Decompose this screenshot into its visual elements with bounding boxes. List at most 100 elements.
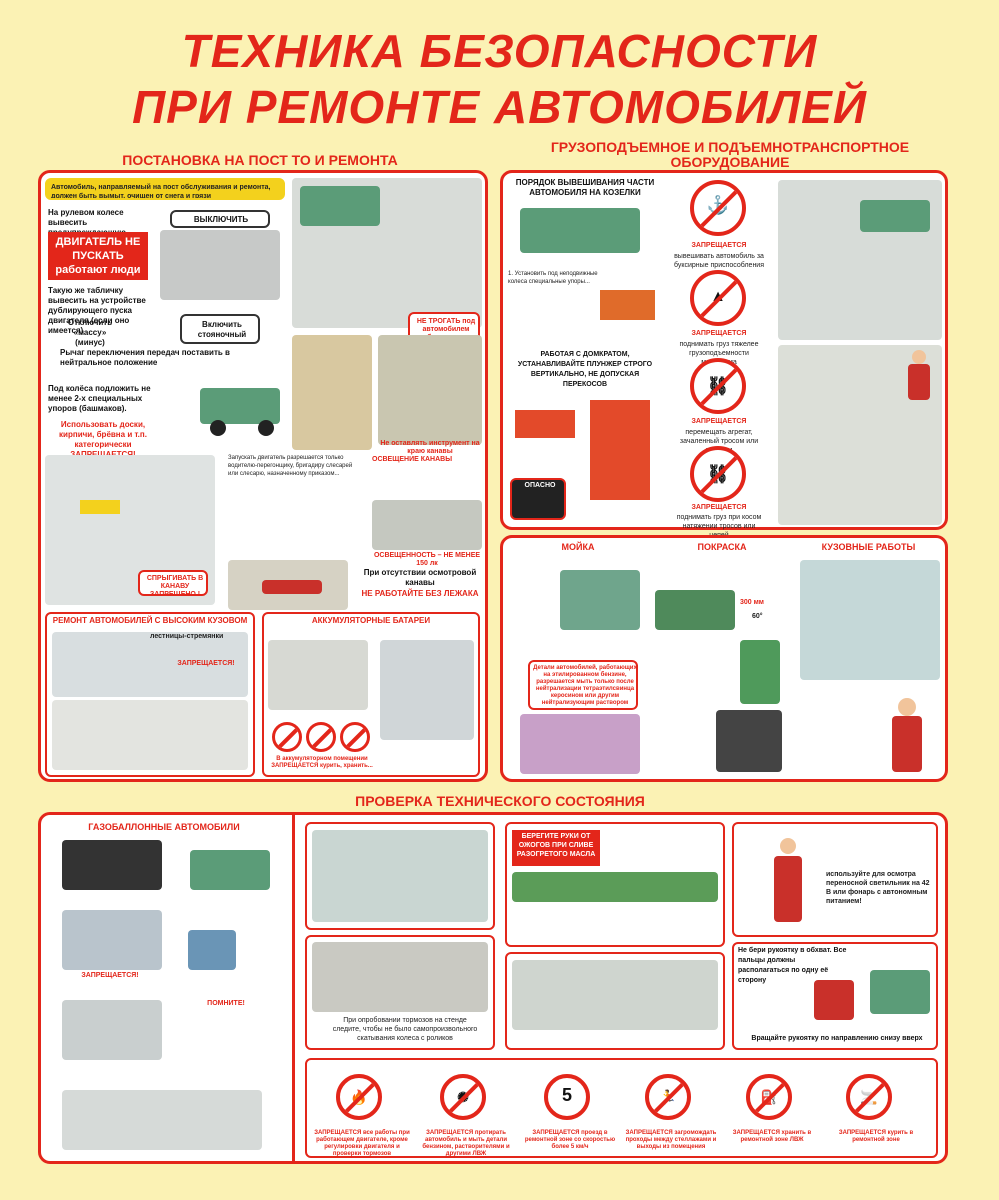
section-post-heading: ПОСТАНОВКА НА ПОСТ ТО И РЕМОНТА bbox=[122, 152, 398, 168]
pit-instructions: Запускать двигатель разрешается только в… bbox=[228, 455, 353, 477]
fire-icon: 🔥 bbox=[336, 1074, 382, 1120]
truck-wheel bbox=[258, 420, 274, 436]
forbid1-title: ЗАПРЕЩАЕТСЯ bbox=[691, 242, 747, 249]
oil-header: БЕРЕГИТЕ РУКИ ОТ ОЖОГОВ ПРИ СЛИВЕ РАЗОГР… bbox=[512, 830, 600, 866]
gas-bottom-illustration bbox=[62, 1090, 262, 1150]
gas-tester-illustration bbox=[188, 930, 236, 970]
bottom-sign-text: ЗАПРЕЩАЕТСЯ загромождать проходы между с… bbox=[625, 1130, 717, 1150]
danger-text: ОПАСНО bbox=[524, 482, 556, 489]
gas-cars-header: ГАЗОБАЛЛОННЫЕ АВТОМОБИЛИ bbox=[88, 822, 240, 832]
paint-distance: 300 мм bbox=[740, 599, 764, 606]
no-fire-sign bbox=[272, 722, 302, 752]
dup-start-note: Такую же табличку вывесить на устройстве… bbox=[48, 286, 146, 335]
battery-cart-illustration bbox=[268, 640, 368, 710]
gas-valve-illustration bbox=[62, 910, 162, 970]
crank-worker-body bbox=[814, 980, 854, 1020]
lamp-box bbox=[732, 822, 938, 937]
dashboard-illustration bbox=[160, 230, 280, 300]
gas-forbidden: ЗАПРЕЩАЕТСЯ! bbox=[81, 972, 139, 979]
tire-illustration bbox=[512, 960, 718, 1030]
no-jump-text: СПРЫГИВАТЬ В КАНАВУ ЗАПРЕЩЕНО ! bbox=[146, 575, 204, 596]
degrease-note-box: Детали автомобилей, работающих на этилир… bbox=[528, 660, 638, 710]
canister-icon: ⛽ bbox=[746, 1074, 792, 1120]
no-rope-move-sign: ⛓ bbox=[690, 358, 746, 414]
poster-title-line2: ПРИ РЕМОНТЕ АВТОМОБИЛЕЙ bbox=[132, 81, 867, 133]
no-smoking-icon: 🚬 bbox=[846, 1074, 892, 1120]
bottom-sign-text: ЗАПРЕЩАЕТСЯ курить в ремонтной зоне bbox=[838, 1130, 914, 1143]
gas-lift-illustration bbox=[62, 1000, 162, 1060]
forbid1-text: вывешивать автомобиль за буксирные присп… bbox=[673, 253, 765, 269]
pit-illustration bbox=[292, 335, 372, 450]
degrease-note-text: Детали автомобилей, работающих на этилир… bbox=[533, 665, 637, 706]
high-body-forbidden: ЗАПРЕЩАЕТСЯ! bbox=[177, 660, 235, 667]
paint-angle: 60° bbox=[752, 613, 763, 620]
stands-steps: 1. Установить под неподвижные колеса спе… bbox=[508, 271, 598, 285]
jack-illustration bbox=[590, 400, 650, 500]
ignition-sign: ВЫКЛЮЧИТЬ ЗАЖИГАНИЕ bbox=[170, 210, 270, 228]
forbid2-title: ЗАПРЕЩАЕТСЯ bbox=[691, 330, 747, 337]
wash-header: МОЙКА bbox=[561, 542, 595, 552]
handle-direction: Вращайте рукоятку по направлению снизу в… bbox=[751, 1035, 923, 1042]
lamp-note: используйте для осмотра переносной свети… bbox=[826, 871, 930, 905]
post-intro-text: Автомобиль, направляемый на пост обслужи… bbox=[51, 184, 271, 200]
no-oblique-lift-sign: ⛓ bbox=[690, 446, 746, 502]
mass-off-note: Отключить «массу» (минус) bbox=[67, 318, 113, 347]
engine-warning-text: ДВИГАТЕЛЬ НЕ ПУСКАТЬ работают люди bbox=[55, 236, 141, 276]
engine-warning-sign: ДВИГАТЕЛЬ НЕ ПУСКАТЬ работают люди bbox=[48, 232, 148, 280]
stands-header: ПОРЯДОК ВЫВЕШИВАНИЯ ЧАСТИ АВТОМОБИЛЯ НА … bbox=[515, 178, 655, 197]
welder-body bbox=[892, 716, 922, 772]
no-overload-sign: ▲ bbox=[690, 270, 746, 326]
high-body-illustration bbox=[52, 632, 248, 697]
conveyor-illustration bbox=[312, 830, 488, 922]
ignition-sign-text: ВЫКЛЮЧИТЬ ЗАЖИГАНИЕ bbox=[193, 215, 249, 226]
section-lifting-heading: ГРУЗОПОДЪЕМНОЕ И ПОДЪЕМНОТРАНСПОРТНОЕ ОБ… bbox=[550, 139, 910, 170]
gas-remember: ПОМНИТЕ! bbox=[207, 1000, 245, 1007]
crank-truck-illustration bbox=[870, 970, 930, 1014]
brake-on-label: Включить стояночный тормоз bbox=[180, 314, 260, 344]
jack-note: РАБОТАЯ С ДОМКРАТОМ, УСТАНАВЛИВАЙТЕ ПЛУН… bbox=[517, 351, 653, 388]
chocks-note: Под колёса подложить не менее 2-х специа… bbox=[48, 384, 151, 413]
battery-test-illustration bbox=[380, 640, 474, 740]
exit-blocked-icon: 🏃 bbox=[645, 1074, 691, 1120]
worker-body bbox=[908, 364, 930, 400]
pit-cover-illustration bbox=[80, 500, 120, 514]
post-intro-box: Автомобиль, направляемый на пост обслужи… bbox=[45, 178, 285, 200]
handle-note: Не бери рукоятку в обхват. Все пальцы до… bbox=[738, 947, 847, 984]
wash-truck-illustration bbox=[560, 570, 640, 630]
danger-box: ОПАСНО bbox=[510, 478, 566, 520]
bottom-sign-text: ЗАПРЕЩАЕТСЯ проезд в ремонтной зоне со с… bbox=[524, 1130, 616, 1150]
no-lying-note: НЕ РАБОТАЙТЕ БЕЗ ЛЕЖАКА bbox=[361, 589, 479, 598]
dump-truck-illustration bbox=[300, 186, 380, 226]
chocks-forbidden: Использовать доски, кирпичи, брёвна и т.… bbox=[59, 420, 147, 459]
gas-dashboard-illustration bbox=[62, 840, 162, 890]
no-instrument-note: Не оставлять инструмент на краю канавы bbox=[380, 440, 480, 455]
mechanic-figure bbox=[262, 580, 322, 594]
pit-light-illustration bbox=[372, 500, 482, 550]
poster-title-line1: ТЕХНИКА БЕЗОПАСНОСТИ bbox=[181, 25, 818, 77]
truck-wheel bbox=[210, 420, 226, 436]
oil-drums-illustration bbox=[512, 872, 718, 902]
prohibition-strip bbox=[305, 1058, 938, 1158]
section-inspection-heading: ПРОВЕРКА ТЕХНИЧЕСКОГО СОСТОЯНИЯ bbox=[355, 793, 645, 809]
body-parts-illustration bbox=[800, 560, 940, 680]
lux-label: ОСВЕЩЕННОСТЬ – НЕ МЕНЕЕ 150 лк bbox=[373, 552, 481, 567]
forbid4-title: ЗАПРЕЩАЕТСЯ bbox=[691, 504, 747, 511]
batteries-header: АККУМУЛЯТОРНЫЕ БАТАРЕИ bbox=[311, 616, 431, 625]
crane-truck-illustration bbox=[860, 200, 930, 232]
no-pit-note: При отсутствии осмотровой канавы bbox=[363, 568, 477, 587]
gloves-illustration bbox=[520, 714, 640, 774]
battery-forbidden-note: В аккумуляторном помещении ЗАПРЕЩАЕТСЯ к… bbox=[271, 756, 373, 769]
factory-icon: ✺ bbox=[440, 1074, 486, 1120]
welder-head bbox=[898, 698, 916, 716]
bottom-sign-text: ЗАПРЕЩАЕТСЯ хранить в ремонтной зоне ЛВЖ bbox=[732, 1130, 812, 1143]
inspection-divider bbox=[292, 815, 295, 1161]
ladder-detail-illustration bbox=[52, 700, 248, 770]
paint-header: ПОКРАСКА bbox=[697, 542, 747, 552]
inspector-body bbox=[774, 856, 802, 922]
forbid3-title: ЗАПРЕЩАЕТСЯ bbox=[691, 418, 747, 425]
ladders-label: лестницы-стремянки bbox=[150, 633, 224, 640]
brake-on-text: Включить стояночный тормоз bbox=[197, 320, 247, 342]
bottom-sign-text: ЗАПРЕЩАЕТСЯ все работы при работающем дв… bbox=[314, 1130, 410, 1157]
trolley-jack-illustration bbox=[515, 410, 575, 438]
brakes-note: При опробовании тормозов на стенде следи… bbox=[332, 1017, 478, 1042]
